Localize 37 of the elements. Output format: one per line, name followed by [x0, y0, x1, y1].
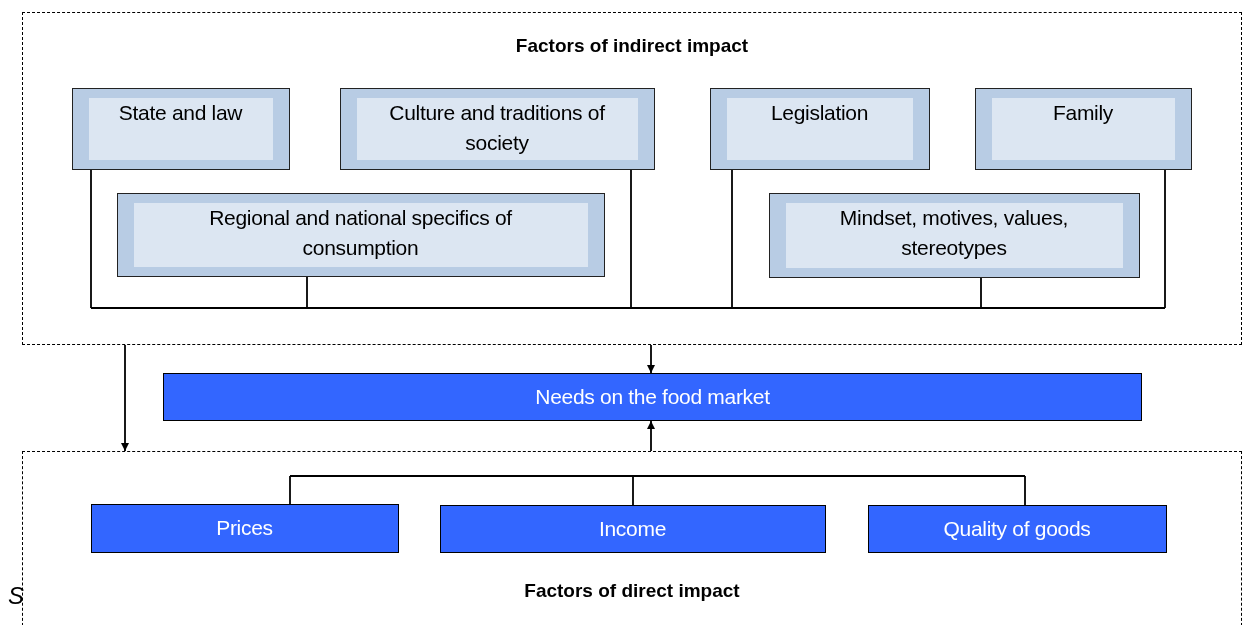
- factor-label: Regional and national specifics of consumption: [133, 202, 588, 267]
- box-label: Income: [598, 516, 667, 541]
- factor-box: [71, 87, 290, 170]
- connector-line: [980, 277, 982, 309]
- factor-box: [439, 504, 826, 553]
- connector-line: [731, 169, 733, 309]
- factor-box: [768, 192, 1140, 278]
- group-heading: Factors of indirect impact: [514, 35, 750, 57]
- factor-label: Mindset, motives, values, stereotypes: [785, 202, 1123, 268]
- arrow: [647, 420, 655, 452]
- arrow: [121, 344, 129, 452]
- connector-line: [630, 169, 632, 309]
- factor-box: [116, 192, 605, 277]
- box-label: Needs on the food market: [535, 385, 770, 409]
- stray-letter: S: [8, 582, 24, 610]
- factor-box: [339, 87, 655, 170]
- factor-box: [709, 87, 930, 170]
- connector-line: [632, 475, 634, 506]
- factor-label: Culture and traditions of society: [356, 97, 638, 160]
- box-label: Prices: [216, 516, 273, 540]
- connector-line: [1164, 169, 1166, 309]
- factor-label: State and law: [88, 97, 273, 160]
- group-heading: Factors of direct impact: [523, 580, 741, 602]
- factor-label: Legislation: [726, 97, 913, 160]
- connector-line: [289, 475, 291, 505]
- factor-label: Family: [991, 97, 1175, 160]
- factor-box: [90, 503, 399, 553]
- connector-line: [306, 276, 308, 309]
- needs-box: [163, 373, 1142, 421]
- connector-line: [90, 169, 92, 309]
- dashed-group-frame: [22, 451, 1242, 625]
- connector-line: [1024, 475, 1026, 506]
- dashed-group-frame: [22, 12, 1242, 345]
- box-label: Quality of goods: [943, 516, 1091, 541]
- arrow: [647, 344, 655, 374]
- factor-box: [867, 504, 1167, 553]
- factor-box: [974, 87, 1192, 170]
